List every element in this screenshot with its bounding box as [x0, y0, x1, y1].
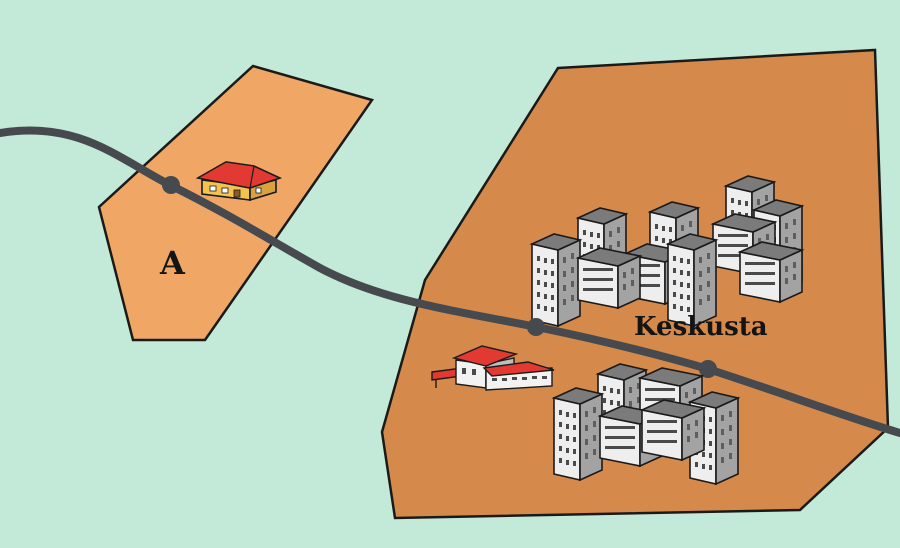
area-center-label: Keskusta	[634, 312, 768, 342]
train-station-icon	[431, 345, 555, 391]
stop-center-2	[699, 360, 717, 378]
area-a-region	[97, 64, 375, 342]
area-a-label: A	[159, 244, 186, 282]
stop-center-1	[527, 318, 545, 336]
rail-line	[0, 126, 900, 437]
stop-a	[162, 176, 180, 194]
house-icon	[195, 161, 283, 202]
